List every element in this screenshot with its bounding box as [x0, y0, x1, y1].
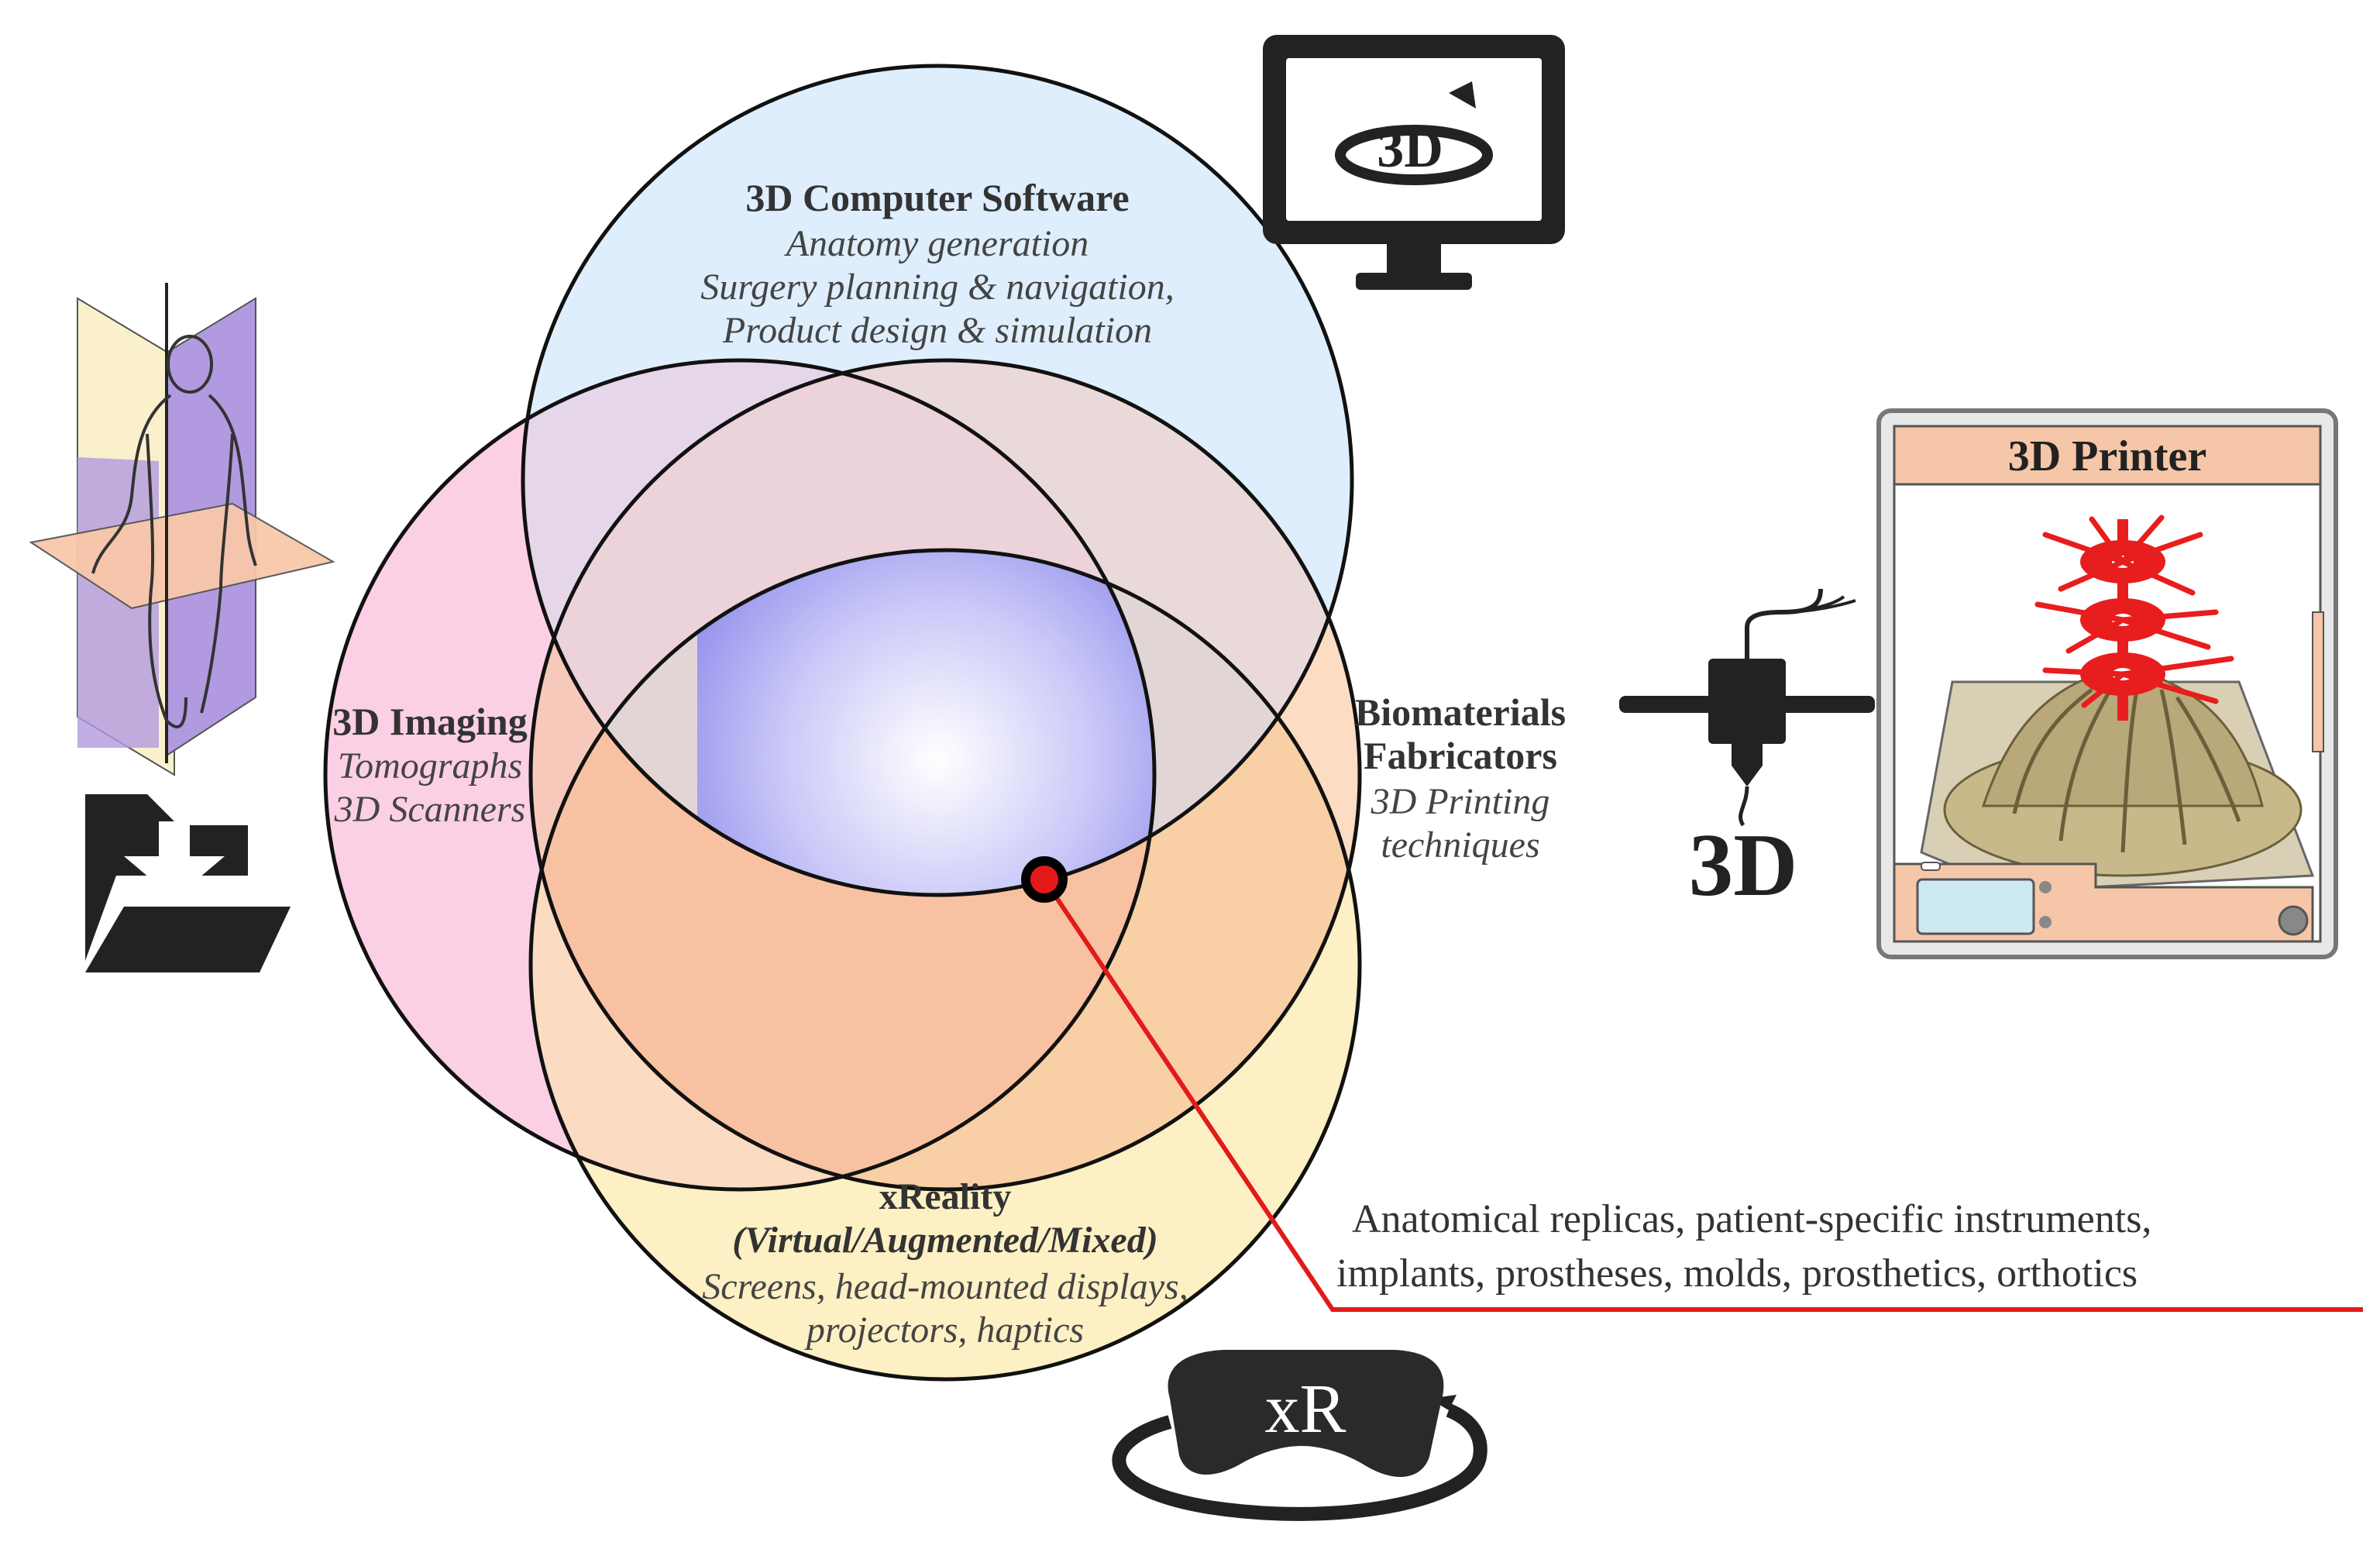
- outcome-line-1: Anatomical replicas, patient-specific in…: [1352, 1197, 2151, 1241]
- anatomical-planes-icon: [29, 283, 335, 776]
- outcome-text: Anatomical replicas, patient-specific in…: [1336, 1197, 2151, 1296]
- folder-download-icon: [85, 794, 291, 972]
- xreality-title: xReality: [879, 1176, 1012, 1217]
- pointer-dot: [1021, 856, 1068, 903]
- imaging-labels: 3D Imaging Tomographs 3D Scanners: [332, 700, 527, 830]
- fabricators-line-1: 3D Printing: [1371, 781, 1550, 822]
- software-line-3: Product design & simulation: [722, 310, 1152, 351]
- software-labels: 3D Computer Software Anatomy generation …: [700, 176, 1175, 351]
- printed-red-part: [2034, 515, 2234, 721]
- software-title: 3D Computer Software: [745, 176, 1129, 219]
- imaging-line-1: Tomographs: [338, 745, 522, 786]
- fabricators-labels: Biomaterials Fabricators 3D Printing tec…: [1355, 690, 1566, 866]
- extruder-nozzle-icon: 3D: [1619, 588, 1875, 914]
- outcome-pointer: [1021, 856, 2363, 1312]
- extruder-label: 3D: [1689, 816, 1798, 914]
- software-line-1: Anatomy generation: [784, 223, 1089, 264]
- printed-impeller: [1943, 665, 2303, 877]
- pointer-line: [1042, 878, 2363, 1312]
- monitor-label: 3D: [1377, 119, 1443, 179]
- xreality-labels: xReality (Virtual/Augmented/Mixed) Scree…: [702, 1176, 1188, 1351]
- fabricators-title-1: Biomaterials: [1355, 690, 1566, 734]
- headset-label: xR: [1264, 1371, 1346, 1447]
- vr-headset-icon: xR: [1112, 1350, 1488, 1521]
- software-line-2: Surgery planning & navigation,: [700, 267, 1175, 308]
- fabricators-line-2: techniques: [1381, 824, 1539, 866]
- monitor-3d-icon: 3D: [1263, 35, 1565, 290]
- 3d-printer-icon: 3D Printer: [1876, 408, 2338, 959]
- venn-outlines: [323, 64, 1362, 1382]
- fabricators-title-2: Fabricators: [1364, 734, 1557, 777]
- xreality-line-1: Screens, head-mounted displays,: [702, 1266, 1188, 1307]
- imaging-title: 3D Imaging: [332, 700, 527, 743]
- center-intersection: [697, 550, 1154, 895]
- printer-label: 3D Printer: [2008, 432, 2207, 480]
- xreality-subtitle: (Virtual/Augmented/Mixed): [732, 1220, 1157, 1261]
- outcome-line-2: implants, prostheses, molds, prosthetics…: [1336, 1251, 2138, 1296]
- xreality-line-2: projectors, haptics: [804, 1310, 1084, 1351]
- imaging-line-2: 3D Scanners: [334, 789, 526, 830]
